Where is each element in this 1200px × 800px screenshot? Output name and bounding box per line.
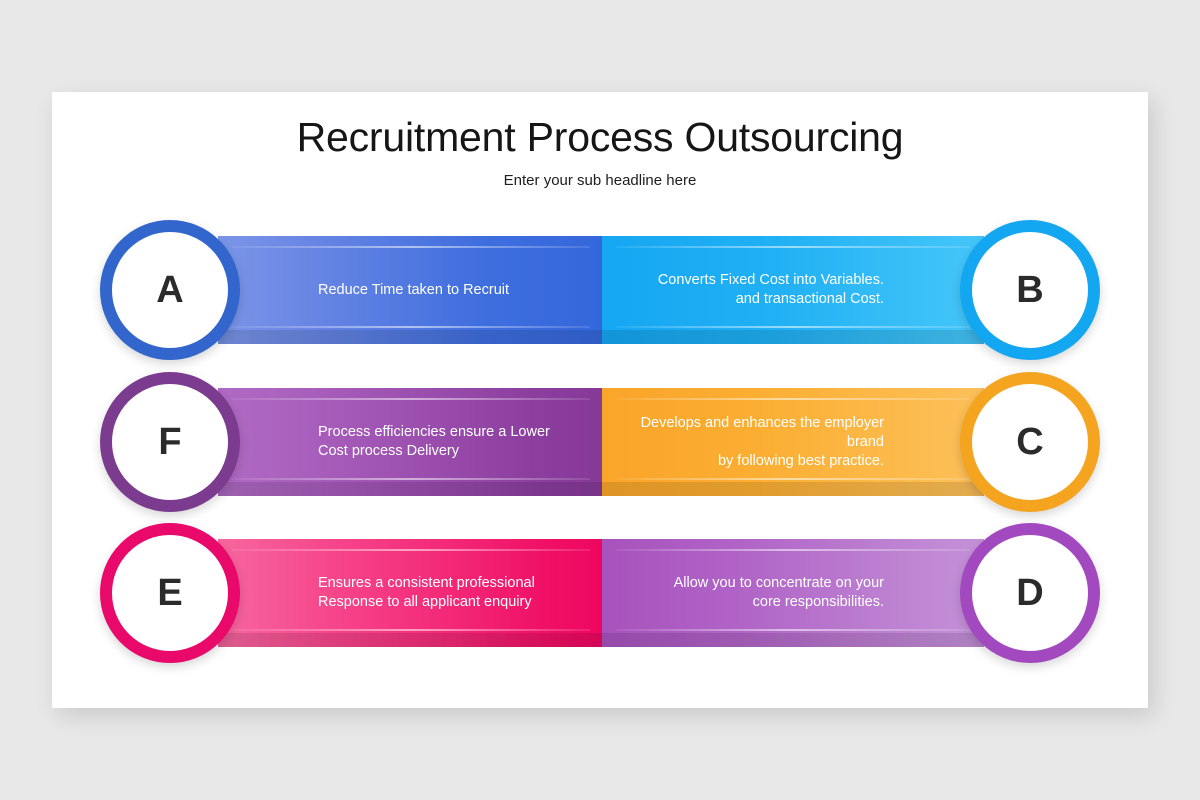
item-bar-c[interactable]: Develops and enhances the employer brand…	[602, 388, 984, 496]
item-text-b: Converts Fixed Cost into Variables. and …	[626, 236, 884, 344]
item-text-d: Allow you to concentrate on your core re…	[626, 539, 884, 647]
item-line1-c: Develops and enhances the employer brand	[640, 414, 884, 450]
item-text-c: Develops and enhances the employer brand…	[626, 388, 884, 496]
item-circle-c[interactable]: C	[960, 372, 1100, 512]
item-letter-b: B	[1016, 269, 1044, 311]
item-circle-b[interactable]: B	[960, 220, 1100, 360]
item-line1-a: Reduce Time taken to Recruit	[318, 281, 510, 298]
page-title: Recruitment Process Outsourcing	[296, 114, 904, 160]
item-bar-b[interactable]: Converts Fixed Cost into Variables. and …	[602, 236, 984, 344]
item-line1-b: Converts Fixed Cost into Variables.	[657, 272, 884, 288]
item-line2-f: Cost process Delivery	[318, 443, 460, 459]
bar-bottom-shade	[602, 330, 984, 344]
item-line1-e: Ensures a consistent professional	[318, 575, 535, 591]
bar-bottom-shade	[218, 482, 604, 496]
item-letter-d: D	[1016, 572, 1044, 614]
bar-bottom-shade	[602, 633, 984, 647]
item-bar-d[interactable]: Allow you to concentrate on your core re…	[602, 539, 984, 647]
item-circle-e[interactable]: E	[100, 523, 240, 663]
item-line2-c: by following best practice.	[717, 452, 884, 469]
slide-card: Recruitment Process Outsourcing Enter yo…	[52, 92, 1148, 708]
item-line1-f: Process efficiencies ensure a Lower	[318, 424, 550, 440]
item-line2-d: core responsibilities.	[752, 594, 884, 610]
item-circle-d[interactable]: D	[960, 523, 1100, 663]
item-circle-a[interactable]: A	[100, 220, 240, 360]
item-text-e: Ensures a consistent professional Respon…	[318, 539, 580, 647]
item-line2-e: Response to all applicant enquiry	[318, 594, 532, 610]
infographic-row-1: Reduce Time taken to Recruit Converts Fi…	[52, 220, 1148, 360]
item-text-f: Process efficiencies ensure a Lower Cost…	[318, 388, 580, 496]
item-text-a: Reduce Time taken to Recruit	[318, 236, 580, 344]
infographic-row-3: Ensures a consistent professional Respon…	[52, 523, 1148, 663]
item-bar-a[interactable]: Reduce Time taken to Recruit	[218, 236, 604, 344]
bar-bottom-shade	[218, 633, 604, 647]
item-line1-d: Allow you to concentrate on your	[673, 575, 884, 591]
page-subtitle: Enter your sub headline here	[503, 172, 697, 189]
item-bar-e[interactable]: Ensures a consistent professional Respon…	[218, 539, 604, 647]
bar-bottom-shade	[218, 330, 604, 344]
item-bar-f[interactable]: Process efficiencies ensure a Lower Cost…	[218, 388, 604, 496]
item-line2-b: and transactional Cost.	[735, 291, 884, 307]
item-letter-c: C	[1016, 421, 1044, 463]
item-letter-a: A	[156, 269, 184, 311]
infographic-row-2: Process efficiencies ensure a Lower Cost…	[52, 372, 1148, 512]
item-letter-f: F	[158, 421, 182, 463]
bar-bottom-shade	[602, 482, 984, 496]
item-circle-f[interactable]: F	[100, 372, 240, 512]
item-letter-e: E	[157, 572, 183, 614]
